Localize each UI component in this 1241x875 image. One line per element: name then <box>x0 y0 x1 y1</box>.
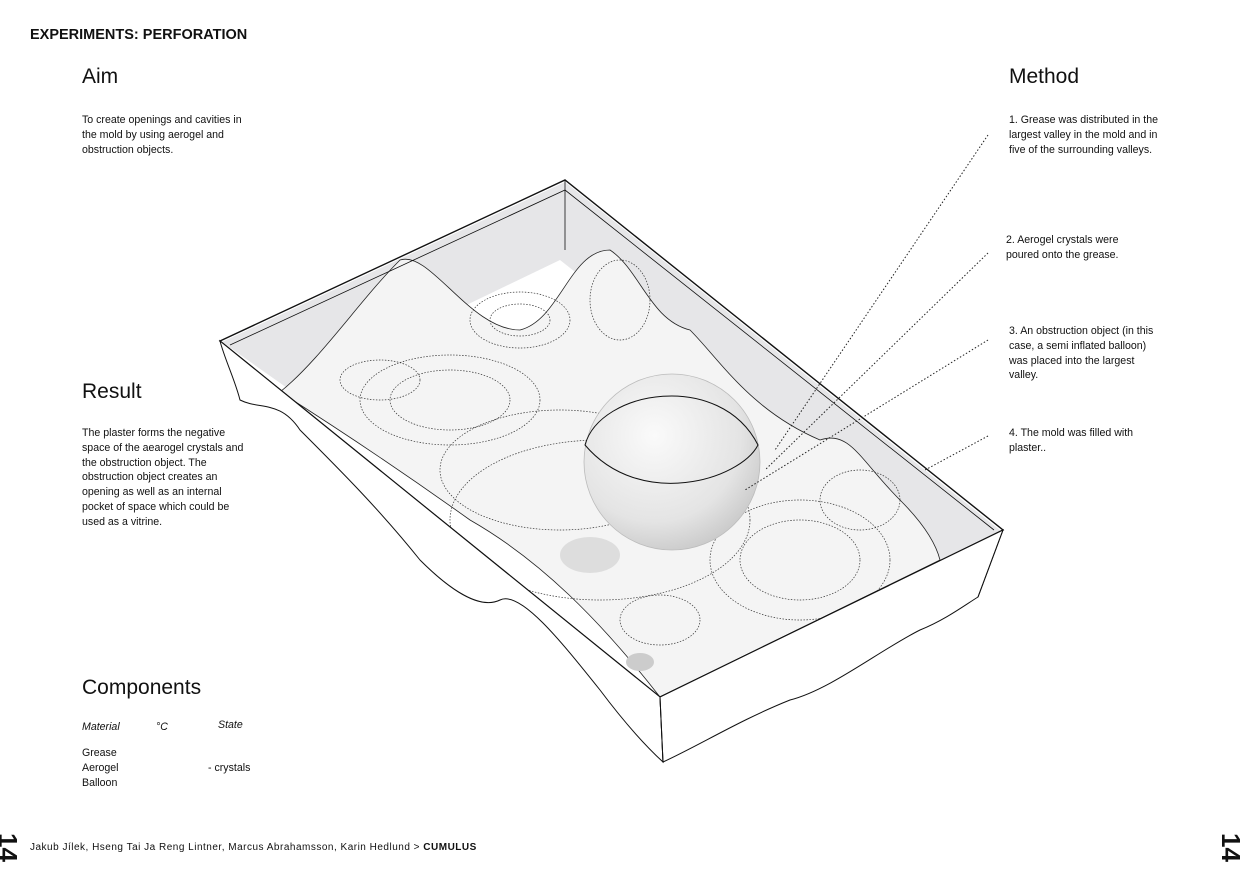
result-heading: Result <box>82 380 142 403</box>
col-temperature: °C <box>156 721 168 733</box>
leader-lines <box>744 134 989 491</box>
page-title: EXPERIMENTS: PERFORATION <box>30 27 248 43</box>
method-step-3: 3. An obstruction object (in this case, … <box>1009 325 1154 382</box>
page-number-left: 14 <box>0 833 23 862</box>
footer: Jakub Jílek, Hseng Tai Ja Reng Lintner, … <box>30 842 477 853</box>
components-heading: Components <box>82 676 202 699</box>
result-text: The plaster forms the negative space of … <box>82 427 244 528</box>
aim-text: To create openings and cavities in the m… <box>82 114 242 156</box>
aim-heading: Aim <box>82 65 119 88</box>
method-step-2: 2. Aerogel crystals were poured onto the… <box>1006 234 1119 261</box>
method-step-4: 4. The mold was filled with plaster.. <box>1009 427 1134 454</box>
col-material: Material <box>82 721 120 733</box>
material-aerogel: Aerogel <box>82 762 119 774</box>
state-aerogel: - crystals <box>208 762 251 774</box>
footer-project: CUMULUS <box>423 842 477 853</box>
method-heading: Method <box>1009 65 1080 88</box>
method-step-1: 1. Grease was distributed in the largest… <box>1009 114 1158 156</box>
material-balloon: Balloon <box>82 777 118 789</box>
col-state: State <box>218 719 243 731</box>
footer-authors: Jakub Jílek, Hseng Tai Ja Reng Lintner, … <box>30 842 421 853</box>
page-number-right: 14 <box>1215 833 1241 862</box>
material-grease: Grease <box>82 747 117 759</box>
